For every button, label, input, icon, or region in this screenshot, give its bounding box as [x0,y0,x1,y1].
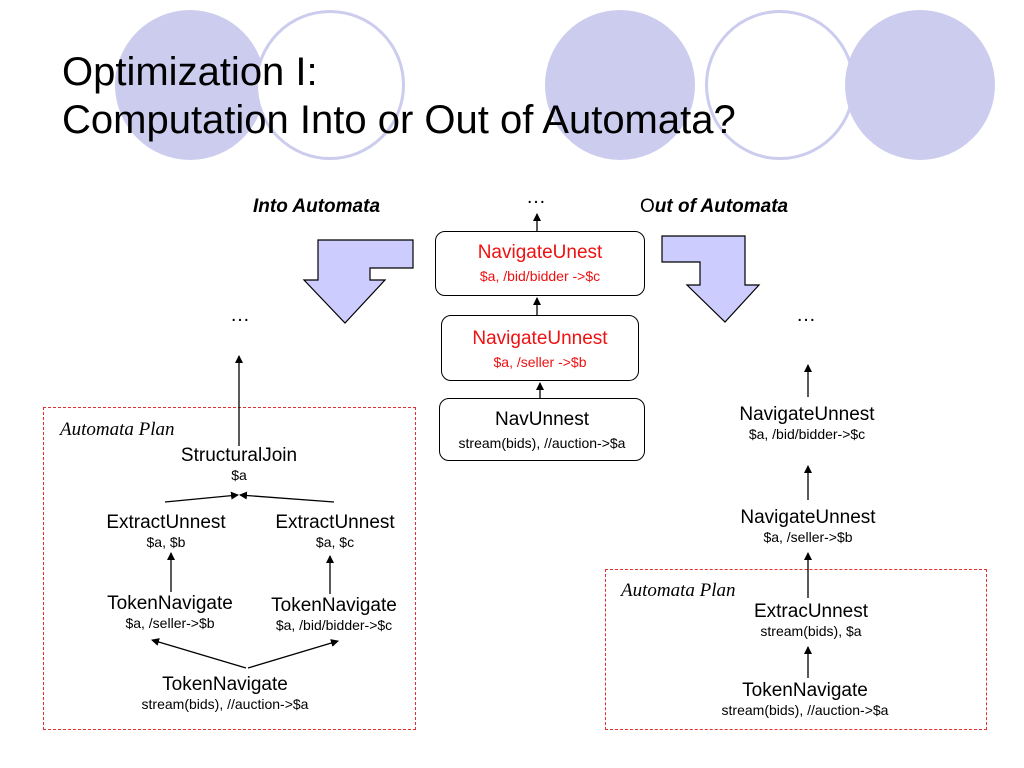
ellipsis-center: … [526,186,546,208]
left-extract-b-name: ExtractUnnest [106,512,226,533]
left-extract-unnest-c: ExtractUnnest $a, $c [275,512,394,551]
left-extract-b-args: $a, $b [146,534,186,550]
arrow-left-root-bidder [247,639,339,669]
left-token-bidder-name: TokenNavigate [271,595,397,616]
left-structural-join-args: $a [231,467,247,483]
arrow-left-extract-b-join [164,491,239,503]
arrow-left-extract-c-join [239,491,335,503]
left-token-root-args: stream(bids), //auction->$a [141,696,309,712]
center-box-1-args: $a, /bid/bidder ->$c [479,268,601,284]
left-token-seller-args: $a, /seller->$b [125,615,215,631]
left-token-root-name: TokenNavigate [162,674,288,695]
right-automata-plan-box [605,569,987,730]
left-automata-plan-label: Automata Plan [60,419,175,440]
left-extract-unnest-b: ExtractUnnest $a, $b [106,512,225,551]
block-arrow-out [661,235,761,323]
left-token-navigate-root: TokenNavigate stream(bids), //auction->$… [142,674,309,713]
right-token-navigate-root: TokenNavigate stream(bids), //auction->$… [722,680,889,719]
center-box-navigate-unest: NavigateUnest $a, /bid/bidder ->$c [435,231,645,296]
left-token-bidder-args: $a, /bid/bidder->$c [275,617,393,633]
heading-out-of-automata: Out of Automata [640,196,788,218]
left-token-navigate-bidder: TokenNavigate $a, /bid/bidder->$c [271,595,397,634]
center-box-2-args: $a, /seller ->$b [493,354,587,370]
left-structural-join: StructuralJoin $a [181,445,297,484]
right-extrac-unnest: ExtracUnnest stream(bids), $a [754,601,868,640]
center-box-navigate-unnest: NavigateUnnest $a, /seller ->$b [441,315,639,381]
decor-circle-1 [115,10,265,160]
slide-title: Optimization I: Computation Into or Out … [62,48,736,144]
ellipsis-right: … [796,304,816,326]
heading-out-prefix: O [640,196,655,217]
heading-out-rest: ut of Automata [654,196,789,217]
left-automata-plan-box [43,407,416,730]
ellipsis-left: … [230,304,250,326]
right-token-root-name: TokenNavigate [742,680,868,701]
left-token-seller-name: TokenNavigate [107,593,233,614]
slide-title-line1: Optimization I: [62,50,318,94]
slide-title-line2: Computation Into or Out of Automata? [62,98,736,142]
left-structural-join-name: StructuralJoin [180,445,298,466]
right-nav-mid-args: $a, /seller->$b [763,529,853,545]
arrow-left-root-seller [151,638,247,669]
decor-circle-3 [845,10,995,160]
right-extrac-args: stream(bids), $a [760,623,862,639]
decor-circle-2 [545,10,695,160]
right-nav-mid-name: NavigateUnnest [740,507,876,528]
center-box-1-name: NavigateUnest [477,242,603,263]
center-box-2-name: NavigateUnnest [472,328,608,349]
right-navigate-unnest-seller: NavigateUnnest $a, /seller->$b [740,507,875,546]
right-navigate-unnest-bidder: NavigateUnnest $a, /bid/bidder->$c [739,404,874,443]
right-nav-top-name: NavigateUnnest [739,404,875,425]
block-arrow-into [302,239,414,324]
right-token-root-args: stream(bids), //auction->$a [721,702,889,718]
left-token-navigate-seller: TokenNavigate $a, /seller->$b [107,593,233,632]
center-box-nav-unnest: NavUnnest stream(bids), //auction->$a [439,398,645,461]
right-nav-top-args: $a, /bid/bidder->$c [748,426,866,442]
center-box-3-args: stream(bids), //auction->$a [458,435,626,451]
left-extract-c-name: ExtractUnnest [275,512,395,533]
center-box-3-name: NavUnnest [495,409,589,430]
right-extrac-name: ExtracUnnest [753,601,869,622]
right-automata-plan-label: Automata Plan [621,580,736,601]
decor-ring-1 [255,10,405,160]
heading-into-automata: Into Automata [253,196,381,217]
left-extract-c-args: $a, $c [315,534,355,550]
